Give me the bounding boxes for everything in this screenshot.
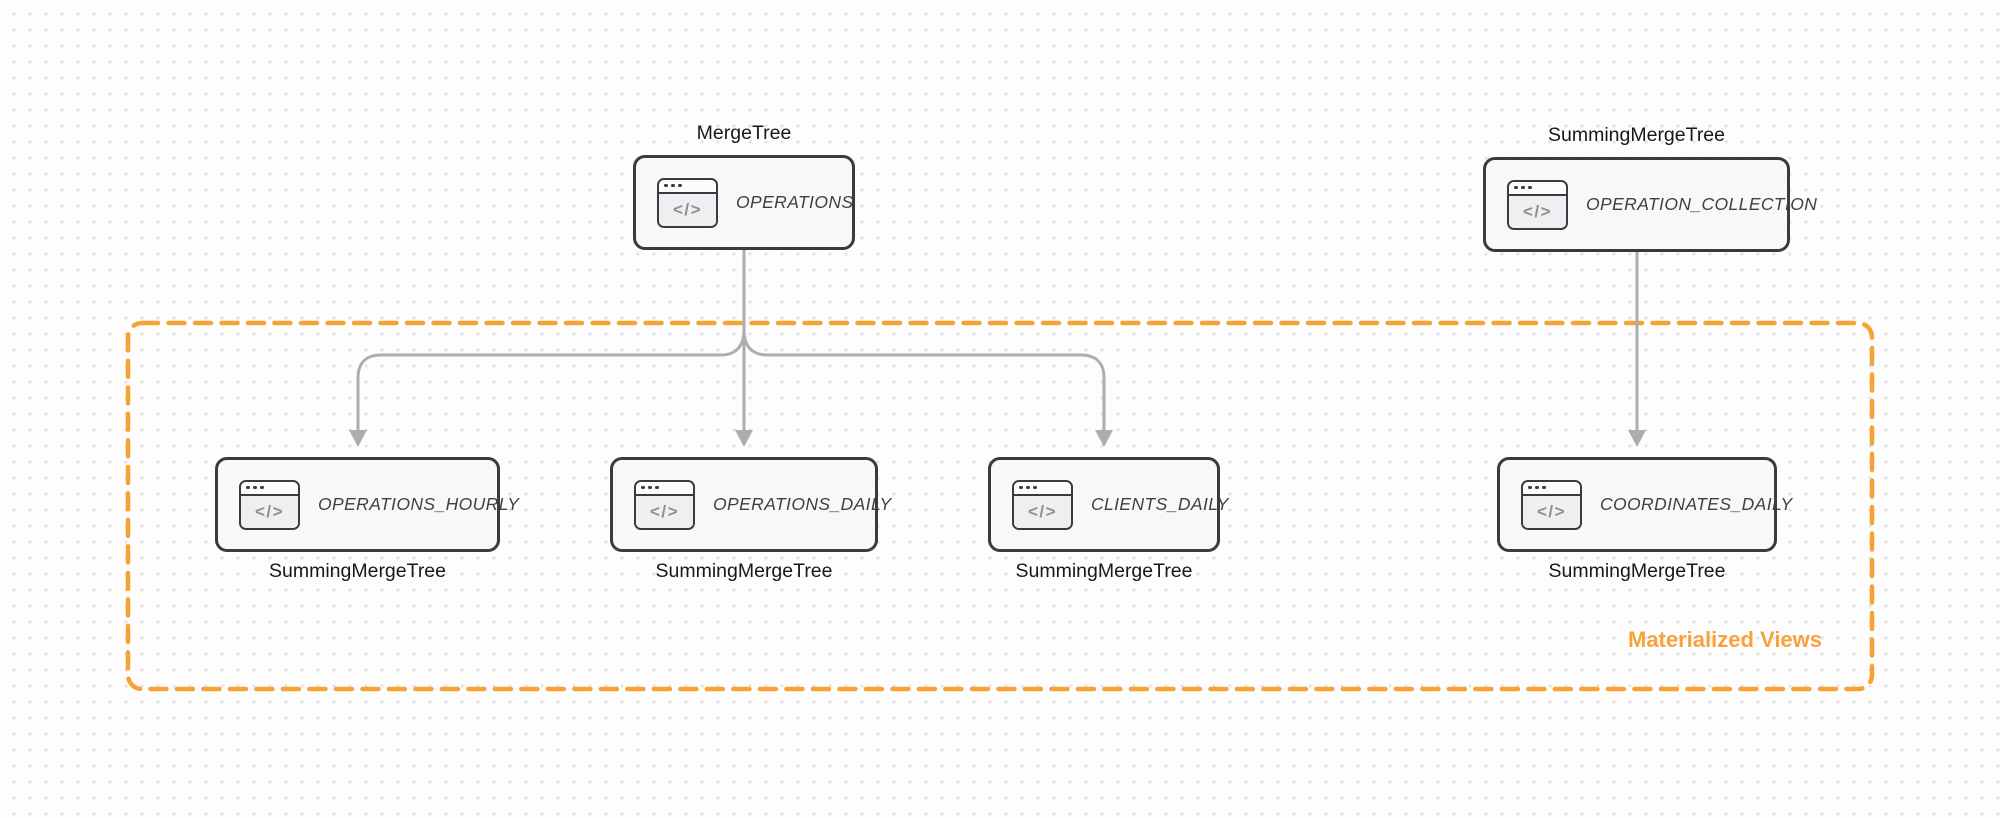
table-box: </> CLIENTS_DAILY xyxy=(988,457,1228,552)
window-dot xyxy=(1528,485,1532,490)
node-operations-daily: </> OPERATIONS_DAILY SummingMergeTree xyxy=(610,457,891,582)
window-dot xyxy=(246,485,250,490)
table-name: CLIENTS_DAILY xyxy=(1091,494,1229,514)
engine-label: SummingMergeTree xyxy=(1015,560,1193,582)
window-dot xyxy=(671,183,675,188)
edge-operations-to-operations-hourly xyxy=(356,329,746,431)
window-dot xyxy=(648,485,652,490)
window-dot xyxy=(253,485,257,490)
materialized-views-boundary xyxy=(125,320,1875,692)
code-glyph: </> xyxy=(1014,495,1071,528)
materialized-views-label: Materialized Views xyxy=(1628,627,1823,652)
window-titlebar xyxy=(241,481,298,496)
table-box: </> OPERATIONS_DAILY xyxy=(610,457,891,552)
table-box: </> OPERATION_COLLECTION xyxy=(1483,157,1817,252)
window-dot xyxy=(1521,185,1525,190)
table-name: COORDINATES_DAILY xyxy=(1600,494,1793,514)
window-dot xyxy=(1033,485,1037,490)
window-dot xyxy=(1528,185,1532,190)
node-operations-hourly: </> OPERATIONS_HOURLY SummingMergeTree xyxy=(215,457,519,582)
node-operation-collection: SummingMergeTree </> OPERATION_COLLECTIO… xyxy=(1483,124,1817,252)
code-glyph: </> xyxy=(1523,495,1580,528)
table-name: OPERATIONS xyxy=(736,192,854,212)
code-window-icon: </> xyxy=(1012,479,1073,530)
engine-label: MergeTree xyxy=(696,122,792,144)
window-dot xyxy=(655,485,659,490)
window-dot xyxy=(1535,485,1539,490)
code-window-icon: </> xyxy=(1521,479,1582,530)
table-box: </> OPERATIONS xyxy=(633,155,855,250)
edge-operations-to-clients-daily xyxy=(742,329,1106,431)
table-box: </> OPERATIONS_HOURLY xyxy=(215,457,519,552)
window-dot xyxy=(664,183,668,188)
window-titlebar xyxy=(1523,481,1580,496)
window-dot xyxy=(1019,485,1023,490)
table-box: </> COORDINATES_DAILY xyxy=(1497,457,1792,552)
arrowhead-operations-daily xyxy=(735,430,753,447)
window-dot xyxy=(1542,485,1546,490)
engine-label: SummingMergeTree xyxy=(655,560,833,582)
code-window-icon: </> xyxy=(239,479,300,530)
node-operations: MergeTree </> OPERATIONS xyxy=(633,122,855,250)
code-window-icon: </> xyxy=(1507,179,1568,230)
engine-label: SummingMergeTree xyxy=(1547,124,1726,146)
arrowhead-clients-daily xyxy=(1095,430,1113,447)
code-window-icon: </> xyxy=(657,177,718,228)
window-dot xyxy=(678,183,682,188)
arrowhead-coordinates-daily xyxy=(1628,430,1646,447)
window-titlebar xyxy=(1509,181,1566,196)
node-clients-daily: </> CLIENTS_DAILY SummingMergeTree xyxy=(988,457,1228,582)
code-window-icon: </> xyxy=(634,479,695,530)
window-titlebar xyxy=(636,481,693,496)
code-glyph: </> xyxy=(1509,195,1566,228)
window-dot xyxy=(260,485,264,490)
code-glyph: </> xyxy=(636,495,693,528)
window-titlebar xyxy=(659,179,716,194)
node-coordinates-daily: </> COORDINATES_DAILY SummingMergeTree xyxy=(1497,457,1792,582)
table-name: OPERATIONS_HOURLY xyxy=(318,494,520,514)
window-dot xyxy=(1026,485,1030,490)
engine-label: SummingMergeTree xyxy=(268,560,447,582)
window-dot xyxy=(641,485,645,490)
table-name: OPERATION_COLLECTION xyxy=(1586,194,1818,214)
code-glyph: </> xyxy=(659,193,716,226)
engine-label: SummingMergeTree xyxy=(1548,560,1726,582)
arrowhead-operations-hourly xyxy=(349,430,367,447)
window-titlebar xyxy=(1014,481,1071,496)
window-dot xyxy=(1514,185,1518,190)
table-name: OPERATIONS_DAILY xyxy=(713,494,892,514)
code-glyph: </> xyxy=(241,495,298,528)
